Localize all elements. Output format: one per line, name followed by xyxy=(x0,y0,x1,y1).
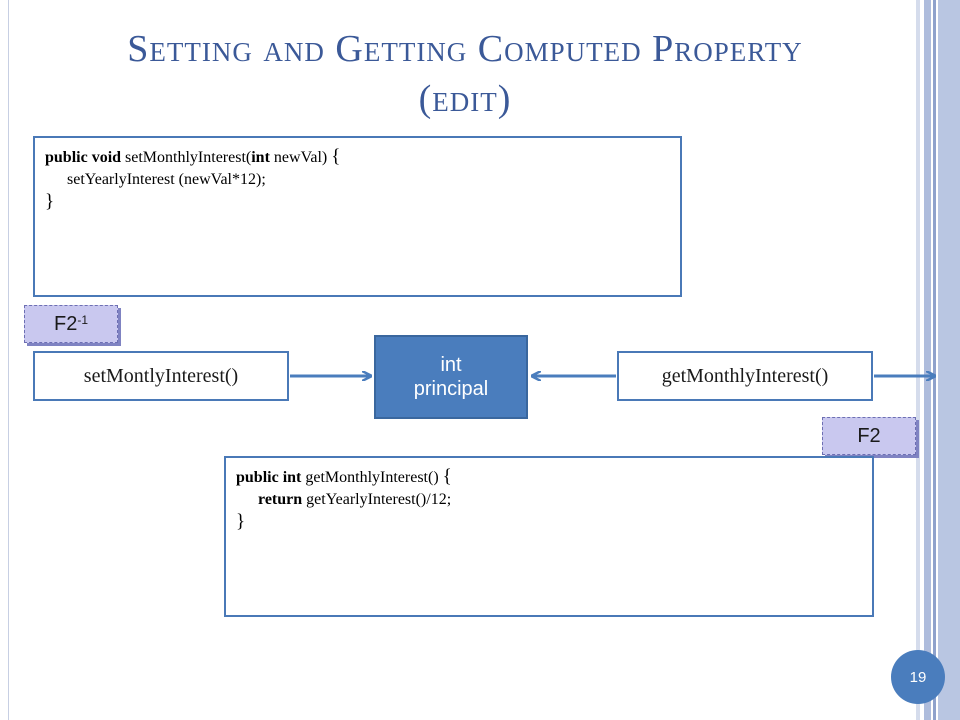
code-line: } xyxy=(45,191,670,214)
tag-text: F2 xyxy=(53,312,78,335)
code-brace: } xyxy=(236,511,246,532)
page-number: 19 xyxy=(909,668,927,686)
tag-text: F2 xyxy=(857,424,881,447)
code-keyword: return xyxy=(258,491,303,508)
page-number-badge: 19 xyxy=(891,650,945,704)
code-text: getYearlyInterest()/12; xyxy=(302,491,452,508)
setter-method-box: setMontlyInterest() xyxy=(33,351,289,401)
code-line: public void setMonthlyInterest(int newVa… xyxy=(45,146,670,169)
title-line-1: Setting and Getting Computed Property xyxy=(127,28,803,70)
f2-tag: F2 xyxy=(822,417,916,455)
center-line-1: int xyxy=(440,354,462,376)
code-keyword: public int xyxy=(236,469,302,486)
decor-stripe xyxy=(924,0,931,720)
code-brace: { xyxy=(442,466,452,487)
title-line-2: (edit) xyxy=(418,78,512,120)
code-brace: { xyxy=(331,146,341,167)
setter-label: setMontlyInterest() xyxy=(83,364,239,387)
f2-inverse-tag: F2-1 xyxy=(24,305,118,343)
code-text: getMonthlyInterest() xyxy=(301,469,443,486)
decor-stripe xyxy=(938,0,960,720)
setter-code-box: public void setMonthlyInterest(int newVa… xyxy=(33,136,682,297)
code-text: setYearlyInterest (newVal*12); xyxy=(67,171,266,188)
principal-field-box: int principal xyxy=(374,335,528,419)
center-line-2: principal xyxy=(413,378,489,400)
code-text: setMonthlyInterest( xyxy=(121,149,252,166)
getter-method-box: getMonthlyInterest() xyxy=(617,351,873,401)
getter-code-box: public int getMonthlyInterest() { return… xyxy=(224,456,874,617)
code-line: setYearlyInterest (newVal*12); xyxy=(45,169,670,191)
code-line: } xyxy=(236,511,862,534)
code-line: public int getMonthlyInterest() { xyxy=(236,466,862,489)
slide-title: Setting and Getting Computed Property (e… xyxy=(40,24,890,124)
getter-label: getMonthlyInterest() xyxy=(661,364,829,387)
code-brace: } xyxy=(45,191,55,212)
code-line: return getYearlyInterest()/12; xyxy=(236,489,862,511)
left-border-line xyxy=(8,0,9,720)
code-text: newVal) xyxy=(269,149,332,166)
decor-stripe xyxy=(916,0,920,720)
code-keyword: public void xyxy=(45,149,122,166)
code-keyword: int xyxy=(251,149,270,166)
decor-stripe xyxy=(933,0,936,720)
tag-superscript: -1 xyxy=(77,313,88,327)
